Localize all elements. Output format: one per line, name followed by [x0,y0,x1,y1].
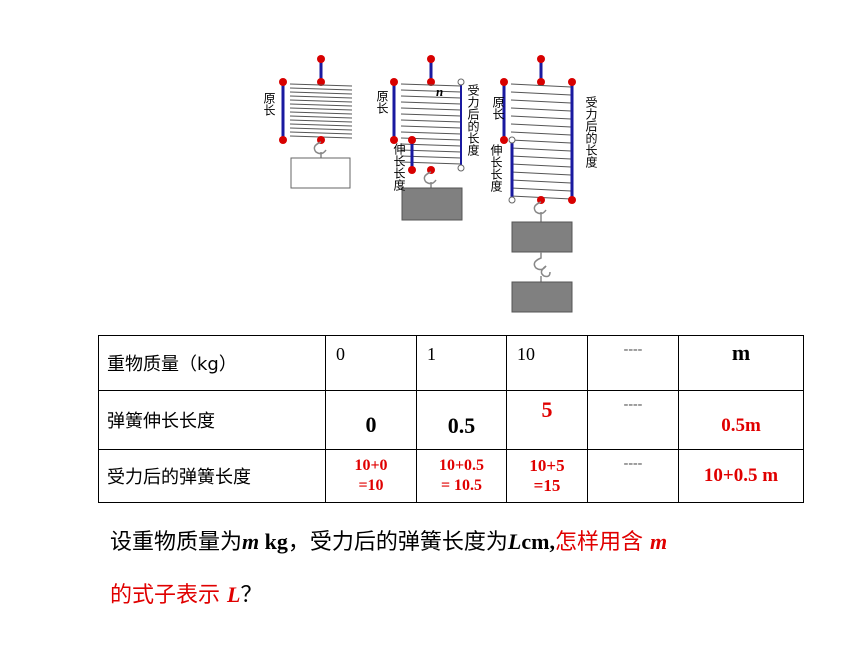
row-label-mass: 重物质量（kg） [98,335,326,391]
spring1-original-length-label: 原长 [262,92,276,116]
table-cell: ---- [587,390,679,450]
row-label-extension: 弹簧伸长长度 [98,390,326,450]
cell-line: 10+0.5 [438,457,485,474]
question-mark: ？ [240,583,263,608]
cell-line: 10+0 [354,457,388,474]
spring2-n-label: n [436,84,444,99]
spring-diagram-svg [279,55,576,313]
question-part: 设重物质量为 [110,530,243,555]
table-cell: ---- [587,449,679,503]
spring-3 [500,55,576,313]
spring-2 [390,55,465,221]
question-var-m: m [242,529,260,554]
cell-line: =10 [358,477,384,494]
table-cell: 0 [325,390,417,450]
data-table: 重物质量（kg） 0 1 10 ---- m 弹簧伸长长度 0 0.5 5 --… [98,335,804,503]
question-highlight: 怎样用含 [554,530,650,555]
table-row: 重物质量（kg） 0 1 10 ---- m [98,335,804,391]
table-row: 受力后的弹簧长度 10+0 =10 10+0.5 = 10.5 10+5 =15… [98,449,804,503]
spring3-original-length-label: 原长 [491,96,505,120]
table-row: 弹簧伸长长度 0 0.5 5 ---- 0.5m [98,390,804,450]
table-cell: 1 [416,335,507,391]
question-var-L: L [507,529,522,554]
table-cell: 10+0.5 = 10.5 [416,449,507,503]
table-cell: 10+0.5 m [678,449,804,503]
question-var-m-red: m [649,529,668,554]
spring-diagram: 原长 原长 伸长长度 受力后的长度 n 原长 伸长长度 受力后的长度 [262,55,598,313]
question-text: 设重物质量为m kg，受力后的弹簧长度为Lcm,怎样用含 m 的式子表示 L？ [110,516,850,622]
table-cell: m [678,335,804,391]
cell-line: = 10.5 [440,477,483,494]
cell-line: 10+5 [529,456,565,475]
question-unit-kg: kg [259,529,288,554]
table-cell: 10+5 =15 [506,449,588,503]
spring3-length-after-label: 受力后的长度 [584,96,598,168]
table-cell: 0.5 [416,390,507,450]
question-part: ，受力后的弹簧长度为 [287,530,508,555]
question-var-L-red: L [227,582,241,607]
spring-1 [279,55,353,189]
table-cell: ---- [587,335,679,391]
table-cell: 5 [506,390,588,450]
question-unit-cm: cm, [521,529,555,554]
cell-line: =15 [533,476,561,495]
question-highlight: 的式子表示 [110,583,227,608]
spring3-extension-label: 伸长长度 [489,144,503,192]
table-cell: 0 [325,335,417,391]
spring2-original-length-label: 原长 [375,90,389,114]
row-label-length-after: 受力后的弹簧长度 [98,449,326,503]
spring2-length-after-label: 受力后的长度 [466,84,480,156]
spring2-extension-label: 伸长长度 [392,143,406,191]
table-cell: 10 [506,335,588,391]
table-cell: 10+0 =10 [325,449,417,503]
table-cell: 0.5m [678,390,804,450]
